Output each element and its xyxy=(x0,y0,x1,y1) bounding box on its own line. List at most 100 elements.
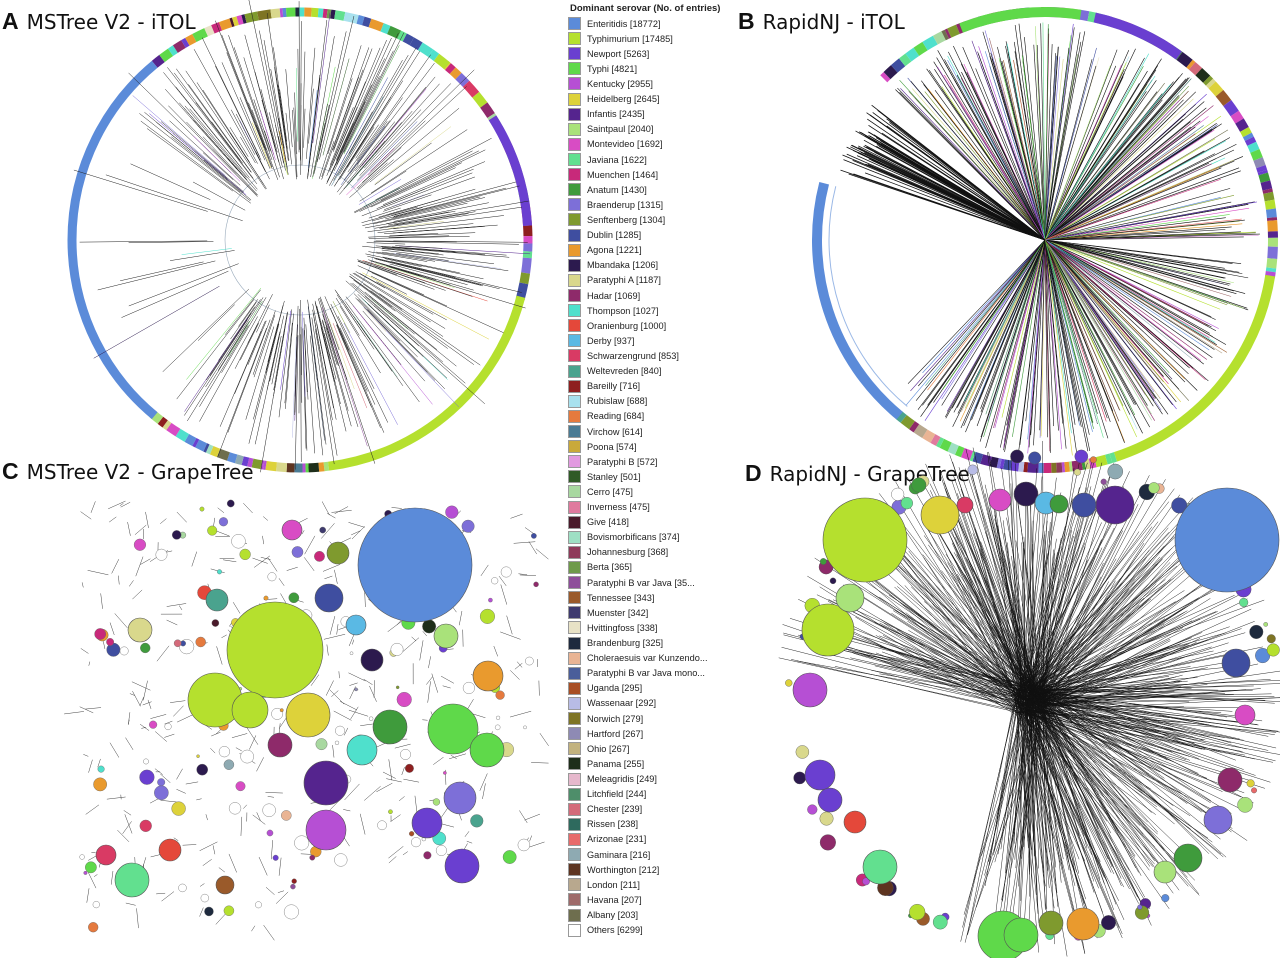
legend-label: Reading [684] xyxy=(587,411,645,422)
tree-branch xyxy=(961,239,1046,412)
tree-branch xyxy=(329,616,336,635)
node-bubble xyxy=(368,716,374,721)
tree-branch xyxy=(1043,701,1139,873)
tree-branch xyxy=(269,112,283,168)
tree-branch xyxy=(349,159,394,198)
legend-label: Paratyphi B var Java [35... xyxy=(587,577,695,588)
legend-label: Uganda [295] xyxy=(587,683,643,694)
tree-branch xyxy=(1017,239,1046,455)
tree-branch xyxy=(267,323,279,363)
ring-segment xyxy=(343,11,359,24)
legend-swatch xyxy=(568,727,581,741)
ring-segment xyxy=(1215,90,1232,107)
tree-branch xyxy=(302,328,307,449)
tree-branch xyxy=(918,239,1046,387)
node-bubble xyxy=(155,548,168,561)
tree-branch xyxy=(357,294,448,379)
legend-label: Typhi [4821] xyxy=(587,63,638,74)
tree-branch xyxy=(275,125,284,164)
tree-branch xyxy=(1044,91,1158,241)
tree-branch xyxy=(384,258,422,267)
tree-branch xyxy=(367,303,424,357)
ring-segment xyxy=(1109,452,1118,464)
tree-branch xyxy=(374,126,452,184)
tree-branch xyxy=(1044,32,1081,241)
tree-branch xyxy=(1044,239,1234,284)
legend-item: Chester [239] xyxy=(568,802,728,817)
panel-d-grapetree xyxy=(778,440,1280,958)
ring-segment xyxy=(1027,462,1039,473)
tree-branch xyxy=(1044,95,1180,241)
tree-branch xyxy=(960,239,1046,429)
tree-branch xyxy=(1044,239,1180,390)
node-bubble xyxy=(288,592,300,604)
legend-swatch xyxy=(568,440,581,454)
inner-arc xyxy=(828,186,908,407)
legend-label: Wassenaar [292] xyxy=(587,698,657,709)
ring-segment xyxy=(954,445,965,458)
tree-branch xyxy=(131,681,151,691)
node-bubble xyxy=(795,745,810,759)
tree-branch xyxy=(343,32,405,153)
tree-branch xyxy=(312,103,328,178)
tree-branch xyxy=(339,127,375,180)
tree-branch xyxy=(1032,709,1090,931)
tree-branch xyxy=(321,523,335,539)
tree-branch xyxy=(1040,23,1046,241)
panel-d-letter: D xyxy=(745,460,762,486)
tree-branch xyxy=(980,541,1043,702)
tree-branch xyxy=(1042,643,1188,691)
tree-branch xyxy=(1044,98,1194,241)
node-bubble xyxy=(305,809,347,851)
tree-branch xyxy=(256,812,261,821)
node-bubble xyxy=(216,569,222,575)
tree-branch xyxy=(368,259,474,291)
tree-branch xyxy=(259,30,282,146)
node-bubble xyxy=(372,709,408,745)
ring-segment xyxy=(308,462,320,473)
tree-branch xyxy=(1044,239,1125,444)
node-bubble xyxy=(1234,704,1256,726)
tree-branch xyxy=(846,146,1046,241)
tree-branch xyxy=(1043,688,1142,876)
tree-branch xyxy=(910,239,1046,392)
tree-branch xyxy=(321,501,330,516)
tree-branch xyxy=(353,272,446,329)
legend-label: Rissen [238] xyxy=(587,819,639,830)
ring-segment xyxy=(218,18,233,31)
tree-branch xyxy=(1044,57,1145,241)
tree-branch xyxy=(323,333,337,380)
node-bubble xyxy=(303,760,349,806)
tree-branch xyxy=(336,84,372,161)
legend-label: Others [6299] xyxy=(587,925,643,936)
ring-segment xyxy=(1188,61,1203,76)
tree-branch xyxy=(143,680,148,701)
tree-branch xyxy=(984,691,1021,887)
tree-branch xyxy=(1044,239,1213,358)
tree-branch xyxy=(956,239,1046,408)
tree-branch xyxy=(169,120,241,186)
tree-branch xyxy=(114,613,128,629)
tree-branch xyxy=(301,51,306,166)
node-bubble xyxy=(223,905,235,916)
tree-branch xyxy=(109,622,115,636)
tree-branch xyxy=(357,261,435,290)
tree-branch xyxy=(219,320,266,427)
node-bubble xyxy=(85,861,97,874)
tree-branch xyxy=(1002,550,1040,698)
tree-branch xyxy=(244,34,284,180)
tree-branch xyxy=(240,136,256,164)
tree-branch xyxy=(343,809,351,812)
tree-branch xyxy=(464,831,470,837)
node-bubble xyxy=(390,642,404,656)
tree-branch xyxy=(248,102,267,151)
tree-branch xyxy=(1044,239,1136,416)
panel-d-title: RapidNJ - GrapeTree xyxy=(769,462,970,486)
tree-branch xyxy=(254,331,281,445)
tree-branch xyxy=(1026,650,1227,706)
legend-label: Tennessee [343] xyxy=(587,592,655,603)
node-bubble xyxy=(171,530,182,540)
tree-branch xyxy=(1044,99,1163,241)
tree-branch xyxy=(81,582,84,588)
tree-branch xyxy=(985,239,1046,448)
